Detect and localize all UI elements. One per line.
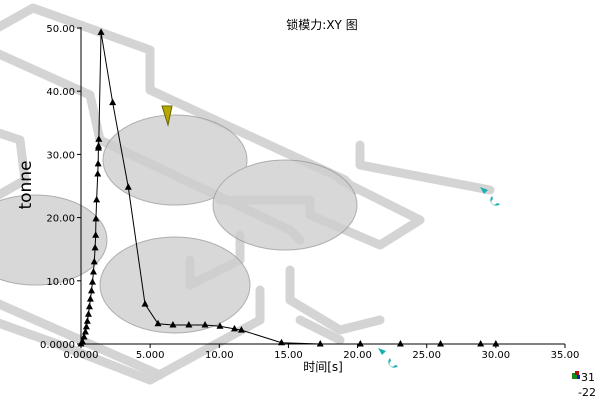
- data-point: [109, 98, 117, 106]
- data-point: [97, 28, 105, 35]
- x-tick-label: 30.00: [482, 350, 511, 361]
- data-point: [88, 278, 96, 285]
- data-point: [201, 321, 209, 328]
- data-point: [85, 302, 93, 310]
- x-tick-label: 0.0000: [64, 350, 99, 361]
- data-point: [316, 340, 324, 347]
- y-axis-label: tonne: [16, 160, 36, 209]
- y-tick-label: 10.00: [46, 277, 75, 288]
- triad-icon: [572, 373, 577, 379]
- triad-label-1: 31: [581, 371, 595, 384]
- data-point: [492, 340, 500, 347]
- x-tick-label: 10.00: [205, 350, 234, 361]
- data-point: [92, 214, 100, 222]
- data-point: [88, 286, 96, 294]
- data-point: [154, 319, 162, 327]
- data-point: [141, 300, 149, 307]
- x-tick-label: 25.00: [412, 350, 441, 361]
- data-point: [79, 338, 87, 345]
- chart-title: 锁模力:XY 图: [286, 17, 357, 32]
- data-point: [82, 322, 90, 330]
- data-point: [396, 340, 404, 347]
- x-tick-label: 15.00: [274, 350, 303, 361]
- data-point: [91, 243, 99, 251]
- x-axis-label: 时间[s]: [303, 360, 343, 374]
- data-point: [93, 195, 101, 203]
- triad-label-2: -22: [578, 386, 596, 399]
- data-point: [437, 340, 445, 347]
- data-point: [81, 327, 89, 335]
- data-point: [94, 169, 102, 177]
- data-point: [124, 183, 132, 190]
- data-point: [90, 257, 98, 265]
- data-point: [169, 321, 177, 328]
- series-line: [80, 32, 496, 345]
- data-point: [95, 142, 103, 149]
- x-tick-label: 35.00: [551, 350, 580, 361]
- y-tick-label: 20.00: [46, 214, 75, 225]
- data-point: [80, 333, 88, 340]
- data-point: [89, 267, 97, 275]
- data-point: [95, 135, 103, 142]
- data-point: [237, 326, 245, 333]
- data-point: [83, 317, 91, 324]
- data-point: [94, 159, 102, 167]
- coolant-inlet-icon: [378, 187, 500, 368]
- data-point: [216, 322, 224, 329]
- data-point: [356, 340, 364, 347]
- data-point: [230, 324, 238, 332]
- data-point: [477, 340, 485, 347]
- data-point: [86, 295, 94, 302]
- y-tick-label: 40.00: [46, 87, 75, 98]
- data-point: [278, 338, 286, 346]
- y-tick-label: 0.0000: [40, 340, 75, 351]
- gate-marker-icon: [161, 105, 173, 127]
- data-point: [84, 310, 92, 317]
- x-tick-label: 5.000: [136, 350, 165, 361]
- data-point: [92, 231, 100, 238]
- y-tick-label: 50.00: [46, 24, 75, 35]
- y-tick-label: 30.00: [46, 150, 75, 161]
- orientation-triad: 31 -22: [572, 371, 596, 399]
- data-point: [185, 321, 193, 328]
- x-tick-label: 20.00: [343, 350, 372, 361]
